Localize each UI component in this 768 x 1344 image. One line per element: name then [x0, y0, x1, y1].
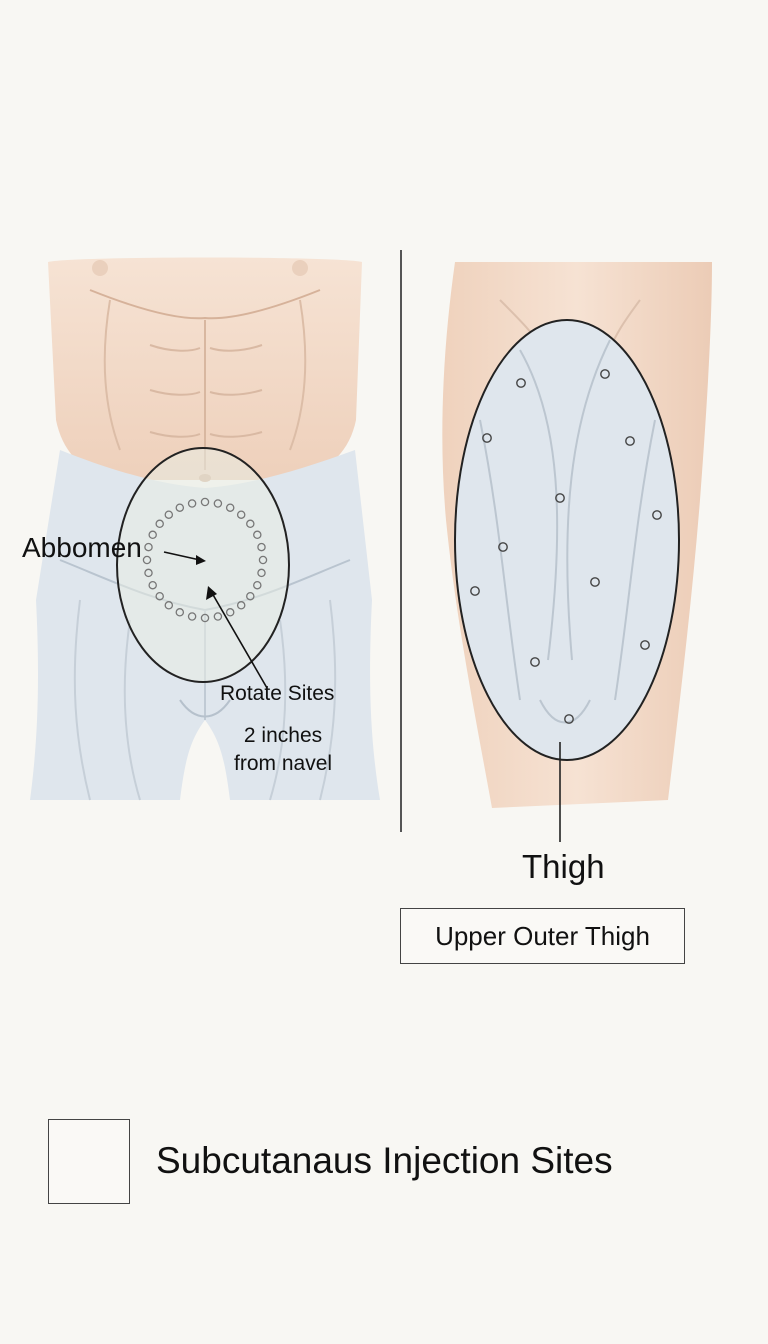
thigh-site-dots — [470, 369, 662, 724]
rotation-site-dot — [200, 613, 210, 623]
rotation-site-dot — [225, 608, 235, 617]
rotation-site-dot — [200, 497, 210, 507]
thigh-subtitle-box: Upper Outer Thigh — [400, 908, 685, 964]
distance-label: 2 inches from navel — [234, 724, 333, 775]
rotation-site-dot — [155, 591, 164, 601]
rotation-site-dot — [148, 580, 157, 590]
thigh-site-dot — [590, 577, 600, 587]
rotation-site-dot — [148, 530, 157, 540]
abdomen-site-outline — [116, 447, 290, 683]
thigh-site-dot — [516, 378, 526, 388]
thigh-site-dot — [470, 586, 480, 596]
rotation-site-dot — [257, 568, 266, 578]
rotation-site-dot — [187, 612, 197, 621]
rotation-site-dot — [175, 608, 185, 617]
rotation-site-dot — [253, 530, 262, 540]
thigh-site-dot — [482, 433, 492, 443]
thigh-site-dot — [530, 657, 540, 667]
rotation-site-dot — [246, 519, 255, 529]
thigh-site-dot — [564, 714, 574, 724]
abdomen-pointer-arrow — [163, 551, 206, 565]
rotation-site-dot — [164, 510, 174, 519]
rotation-site-dot — [253, 580, 262, 590]
rotation-site-dot — [236, 510, 246, 519]
rotate-pointer-arrow — [206, 586, 268, 689]
rotation-site-dot — [213, 612, 223, 621]
thigh-site-dot — [498, 542, 508, 552]
rotation-site-dot — [258, 555, 268, 565]
rotation-sites-ring — [142, 497, 268, 623]
rotation-site-dot — [225, 503, 235, 512]
thigh-site-dot — [640, 640, 650, 650]
thigh-subtitle: Upper Outer Thigh — [435, 920, 650, 951]
rotation-site-dot — [236, 601, 246, 610]
rotation-site-dot — [144, 542, 153, 552]
thigh-site-dot — [625, 436, 635, 446]
rotation-site-dot — [257, 542, 266, 552]
page-title: Subcutanaus Injection Sites — [156, 1140, 613, 1181]
rotation-site-dot — [213, 499, 223, 508]
rotation-site-dot — [144, 568, 153, 578]
thigh-site-dot — [555, 493, 565, 503]
thigh-muscle-lines — [479, 339, 656, 724]
rotation-site-dot — [175, 503, 185, 512]
thigh-site-dot — [600, 369, 610, 379]
rotate-sites-label: Rotate Sites — [220, 682, 335, 705]
thigh-label: Thigh — [522, 848, 605, 885]
syringe-icon-frame — [48, 1119, 130, 1204]
abdomen-label: Abbomen — [22, 532, 142, 563]
rotation-site-dot — [246, 591, 255, 601]
rotation-site-dot — [155, 519, 164, 529]
rotation-site-dot — [187, 499, 197, 508]
rotation-site-dot — [164, 601, 174, 610]
thigh-site-dot — [652, 510, 662, 520]
rotation-site-dot — [142, 555, 152, 565]
